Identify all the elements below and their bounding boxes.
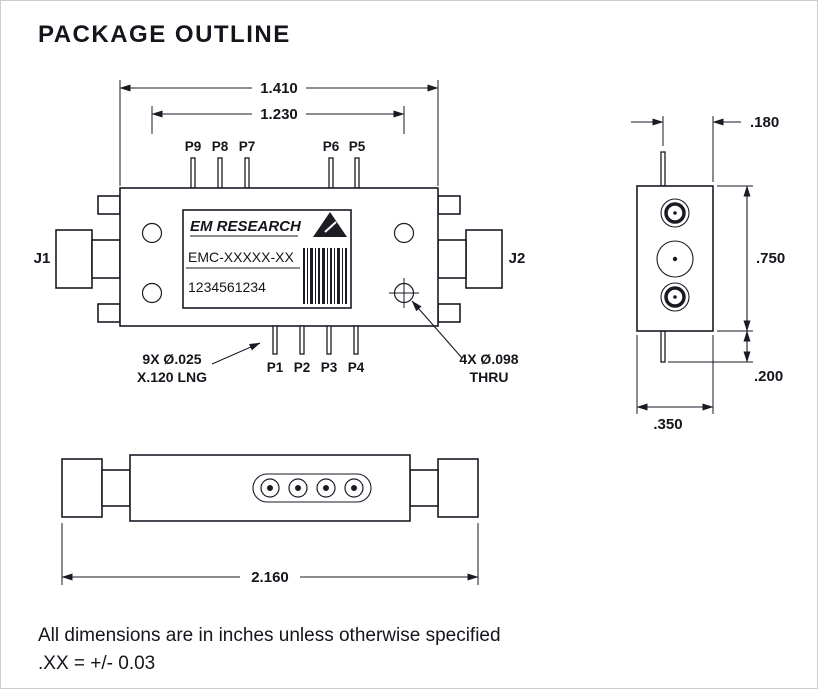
esd-warning-icon xyxy=(313,212,347,237)
pin-label-p5: P5 xyxy=(349,139,366,154)
barcode xyxy=(303,248,347,304)
pin-size-callout: 9X Ø.025 X.120 LNG xyxy=(137,342,261,385)
pin-label-p7: P7 xyxy=(239,139,256,154)
device-label: EM RESEARCH EMC-XXXXX-XX 1234561234 xyxy=(182,209,352,309)
connector-inner-ring xyxy=(664,202,686,224)
pin-center xyxy=(323,485,329,491)
pin-p1 xyxy=(272,325,278,355)
mount-tab-right-bottom xyxy=(437,303,461,323)
bottom-view-connector-left xyxy=(61,458,131,518)
connector-center-pin xyxy=(673,211,677,215)
dim-inner-label: 1.230 xyxy=(260,106,298,123)
side-view-connector-bottom xyxy=(660,282,690,312)
mount-tab-left-top xyxy=(97,195,121,215)
bottom-view-connector-right xyxy=(409,458,479,518)
leader-line xyxy=(211,342,261,365)
serial-number: 1234561234 xyxy=(188,279,266,295)
connector-inner-ring xyxy=(664,286,686,308)
mounting-holes xyxy=(141,222,419,308)
center-bore-pin xyxy=(672,256,678,262)
right-threaded-barrel xyxy=(437,458,479,518)
j1-body-cylinder xyxy=(91,239,121,279)
pin-p9 xyxy=(190,157,196,189)
j1-threaded-barrel xyxy=(55,229,93,289)
pin-center xyxy=(351,485,357,491)
pin-label-p9: P9 xyxy=(185,139,202,154)
dim-length-label: 2.160 xyxy=(251,569,289,586)
top-pins: P9 P8 P7 P6 P5 xyxy=(185,139,366,189)
connector-j1-label: J1 xyxy=(34,250,51,267)
connector-j2: J2 xyxy=(437,195,526,323)
bottom-view: 2.160 xyxy=(61,454,479,586)
leader-line xyxy=(411,300,463,359)
pin-label-p2: P2 xyxy=(294,360,311,375)
model-number: EMC-XXXXX-XX xyxy=(188,249,294,265)
dim-depth-label: .350 xyxy=(653,416,682,433)
dim-pin-length-label: .200 xyxy=(754,368,783,385)
side-view-bottom-pin xyxy=(660,330,666,363)
dim-height-label: .750 xyxy=(756,250,785,267)
mounting-hole-bottom-left xyxy=(141,282,163,304)
hole-callout-line1: 4X Ø.098 xyxy=(459,351,518,367)
mount-tab-right-top xyxy=(437,195,461,215)
side-view-center-bore xyxy=(656,240,694,278)
connector-outer-ring xyxy=(660,282,690,312)
j2-body-cylinder xyxy=(437,239,467,279)
mounting-hole-top-left xyxy=(141,222,163,244)
hole-size-callout: 4X Ø.098 THRU xyxy=(411,300,519,385)
notes: All dimensions are in inches unless othe… xyxy=(38,625,501,674)
dim-overall-length: 1.410 xyxy=(119,80,439,186)
pin-label-p1: P1 xyxy=(267,360,284,375)
dim-pin-offset: .180 xyxy=(631,114,779,182)
connector-center-pin xyxy=(673,295,677,299)
left-cylinder xyxy=(101,469,131,507)
connector-outer-ring xyxy=(660,198,690,228)
pin-label-p8: P8 xyxy=(212,139,229,154)
pin-recess-slot xyxy=(252,473,372,503)
dim-pin-extension: .200 xyxy=(668,330,783,385)
dim-width-label: .180 xyxy=(750,114,779,131)
left-threaded-barrel xyxy=(61,458,103,518)
dim-total-length: 2.160 xyxy=(61,523,479,586)
connector-j1: J1 xyxy=(34,195,121,323)
page-title: PACKAGE OUTLINE xyxy=(38,21,291,48)
side-view: .180 .750 .200 .350 xyxy=(631,114,785,433)
feedthrough-pin-group xyxy=(252,473,372,503)
center-bore-circle xyxy=(656,240,694,278)
pin-p6 xyxy=(328,157,334,189)
hole-callout-line2: THRU xyxy=(470,369,509,385)
pin-center xyxy=(267,485,273,491)
note-line-1: All dimensions are in inches unless othe… xyxy=(38,625,501,646)
pin-p3 xyxy=(326,325,332,355)
pin-p5 xyxy=(354,157,360,189)
brand-name: EM RESEARCH xyxy=(190,218,302,235)
note-line-2: .XX = +/- 0.03 xyxy=(38,653,155,674)
right-cylinder xyxy=(409,469,439,507)
top-view: 1.410 1.230 P9 P8 P7 P6 P5 xyxy=(34,80,526,385)
pin-p2 xyxy=(299,325,305,355)
dim-hole-spacing: 1.230 xyxy=(151,106,405,134)
side-view-top-pin xyxy=(660,151,666,187)
j2-threaded-barrel xyxy=(465,229,503,289)
pin-p4 xyxy=(353,325,359,355)
connector-j2-label: J2 xyxy=(509,250,526,267)
pin-label-p6: P6 xyxy=(323,139,340,154)
pin-p8 xyxy=(217,157,223,189)
side-view-connector-top xyxy=(660,198,690,228)
pin-label-p4: P4 xyxy=(348,360,365,375)
mount-tab-left-bottom xyxy=(97,303,121,323)
pin-callout-line1: 9X Ø.025 xyxy=(142,351,201,367)
pin-center xyxy=(295,485,301,491)
pin-label-p3: P3 xyxy=(321,360,338,375)
dim-body-depth: .350 xyxy=(636,335,714,433)
mounting-hole-top-right xyxy=(393,222,415,244)
bottom-pins: P1 P2 P3 P4 xyxy=(267,325,365,375)
pin-p7 xyxy=(244,157,250,189)
pin-callout-line2: X.120 LNG xyxy=(137,369,207,385)
esd-icon-glyph xyxy=(324,221,337,233)
dim-overall-label: 1.410 xyxy=(260,80,298,97)
dim-body-height: .750 xyxy=(717,185,785,332)
